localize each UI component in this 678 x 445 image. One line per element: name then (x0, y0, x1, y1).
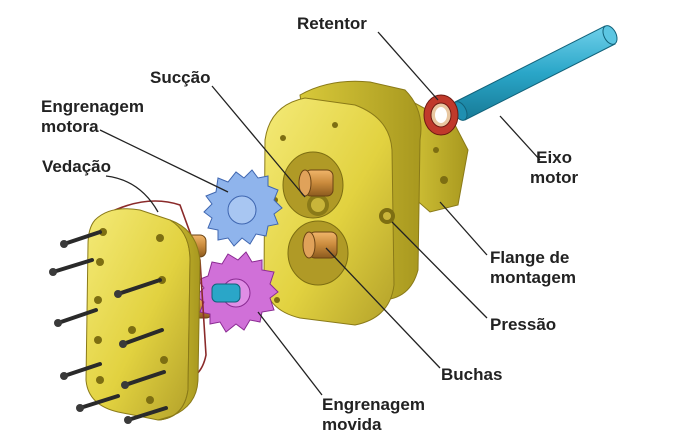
label-retentor: Retentor (297, 14, 367, 34)
label-engrenagem-motora-line2: motora (41, 117, 144, 137)
label-flange-montagem-line1: Flange de (490, 248, 576, 268)
label-buchas: Buchas (441, 365, 502, 385)
label-pressao: Pressão (490, 315, 556, 335)
drive-shaft (450, 23, 620, 122)
label-eixo-motor-line2: motor (530, 168, 578, 188)
label-engrenagem-motora-line1: Engrenagem (41, 97, 144, 117)
label-engrenagem-movida-line1: Engrenagem (322, 395, 425, 415)
label-eixo-motor: Eixo motor (530, 148, 578, 188)
label-vedacao: Vedação (42, 157, 111, 177)
label-succao: Sucção (150, 68, 210, 88)
label-engrenagem-movida-line2: movida (322, 415, 425, 435)
label-engrenagem-movida: Engrenagem movida (322, 395, 425, 435)
oil-seal (424, 95, 458, 135)
end-cover (86, 209, 200, 420)
label-engrenagem-motora: Engrenagem motora (41, 97, 144, 137)
label-eixo-motor-line1: Eixo (530, 148, 578, 168)
label-flange-montagem-line2: montagem (490, 268, 576, 288)
label-flange-montagem: Flange de montagem (490, 248, 576, 288)
